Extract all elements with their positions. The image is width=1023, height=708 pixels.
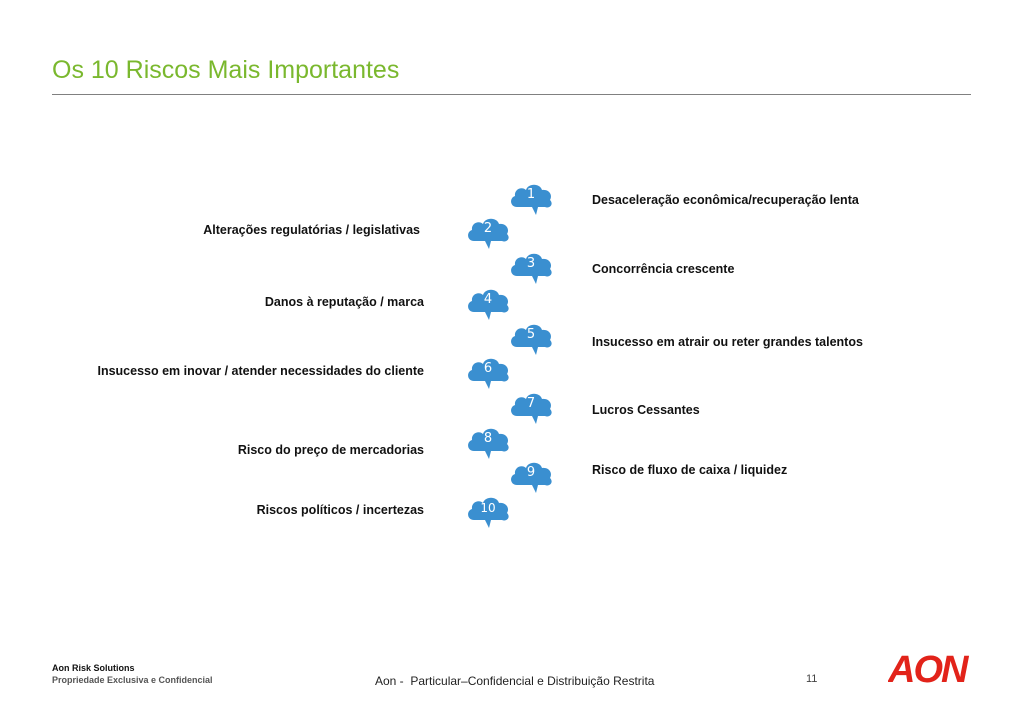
cloud-speech-icon: 7	[508, 390, 554, 426]
risk-number-9: 9	[526, 465, 536, 480]
risk-number-2: 2	[483, 221, 493, 236]
aon-logo: AON	[887, 648, 974, 691]
title-divider	[52, 94, 971, 95]
risk-label-9: Risco de fluxo de caixa / liquidez	[592, 463, 788, 477]
cloud-speech-icon: 4	[465, 286, 511, 322]
risk-number-4: 4	[483, 292, 493, 307]
footer-classification: Aon - Particular–Confidencial e Distribu…	[375, 674, 655, 688]
cloud-speech-icon: 10	[465, 494, 511, 530]
cloud-speech-icon: 1	[508, 181, 554, 217]
risk-number-1: 1	[526, 187, 536, 202]
cloud-speech-icon: 2	[465, 215, 511, 251]
page-number: 11	[806, 673, 818, 685]
risk-label-10: Riscos políticos / incertezas	[256, 503, 424, 517]
footer-company: Aon Risk Solutions	[52, 663, 135, 673]
risk-number-8: 8	[483, 431, 493, 446]
risk-label-3: Concorrência crescente	[592, 262, 735, 276]
risk-label-8: Risco do preço de mercadorias	[237, 443, 424, 457]
risk-label-7: Lucros Cessantes	[592, 403, 700, 417]
risk-label-4: Danos à reputação / marca	[264, 295, 424, 309]
logo-text: AON	[888, 649, 970, 688]
risk-label-1: Desaceleração econômica/recuperação lent…	[592, 193, 859, 207]
risk-label-6: Insucesso em inovar / atender necessidad…	[97, 364, 424, 378]
risk-label-2: Alterações regulatórias / legislativas	[203, 223, 420, 237]
footer-confidential: Propriedade Exclusiva e Confidencial	[52, 675, 213, 685]
cloud-speech-icon: 3	[508, 250, 554, 286]
risk-number-7: 7	[526, 396, 536, 411]
risk-number-5: 5	[526, 327, 536, 342]
cloud-speech-icon: 5	[508, 321, 554, 357]
cloud-speech-icon: 6	[465, 355, 511, 391]
risk-number-6: 6	[483, 361, 493, 376]
risk-label-5: Insucesso em atrair ou reter grandes tal…	[592, 335, 863, 349]
cloud-speech-icon: 9	[508, 459, 554, 495]
risk-number-10: 10	[480, 501, 496, 515]
page-title: Os 10 Riscos Mais Importantes	[52, 56, 400, 84]
cloud-speech-icon: 8	[465, 425, 511, 461]
risk-number-3: 3	[526, 256, 536, 271]
